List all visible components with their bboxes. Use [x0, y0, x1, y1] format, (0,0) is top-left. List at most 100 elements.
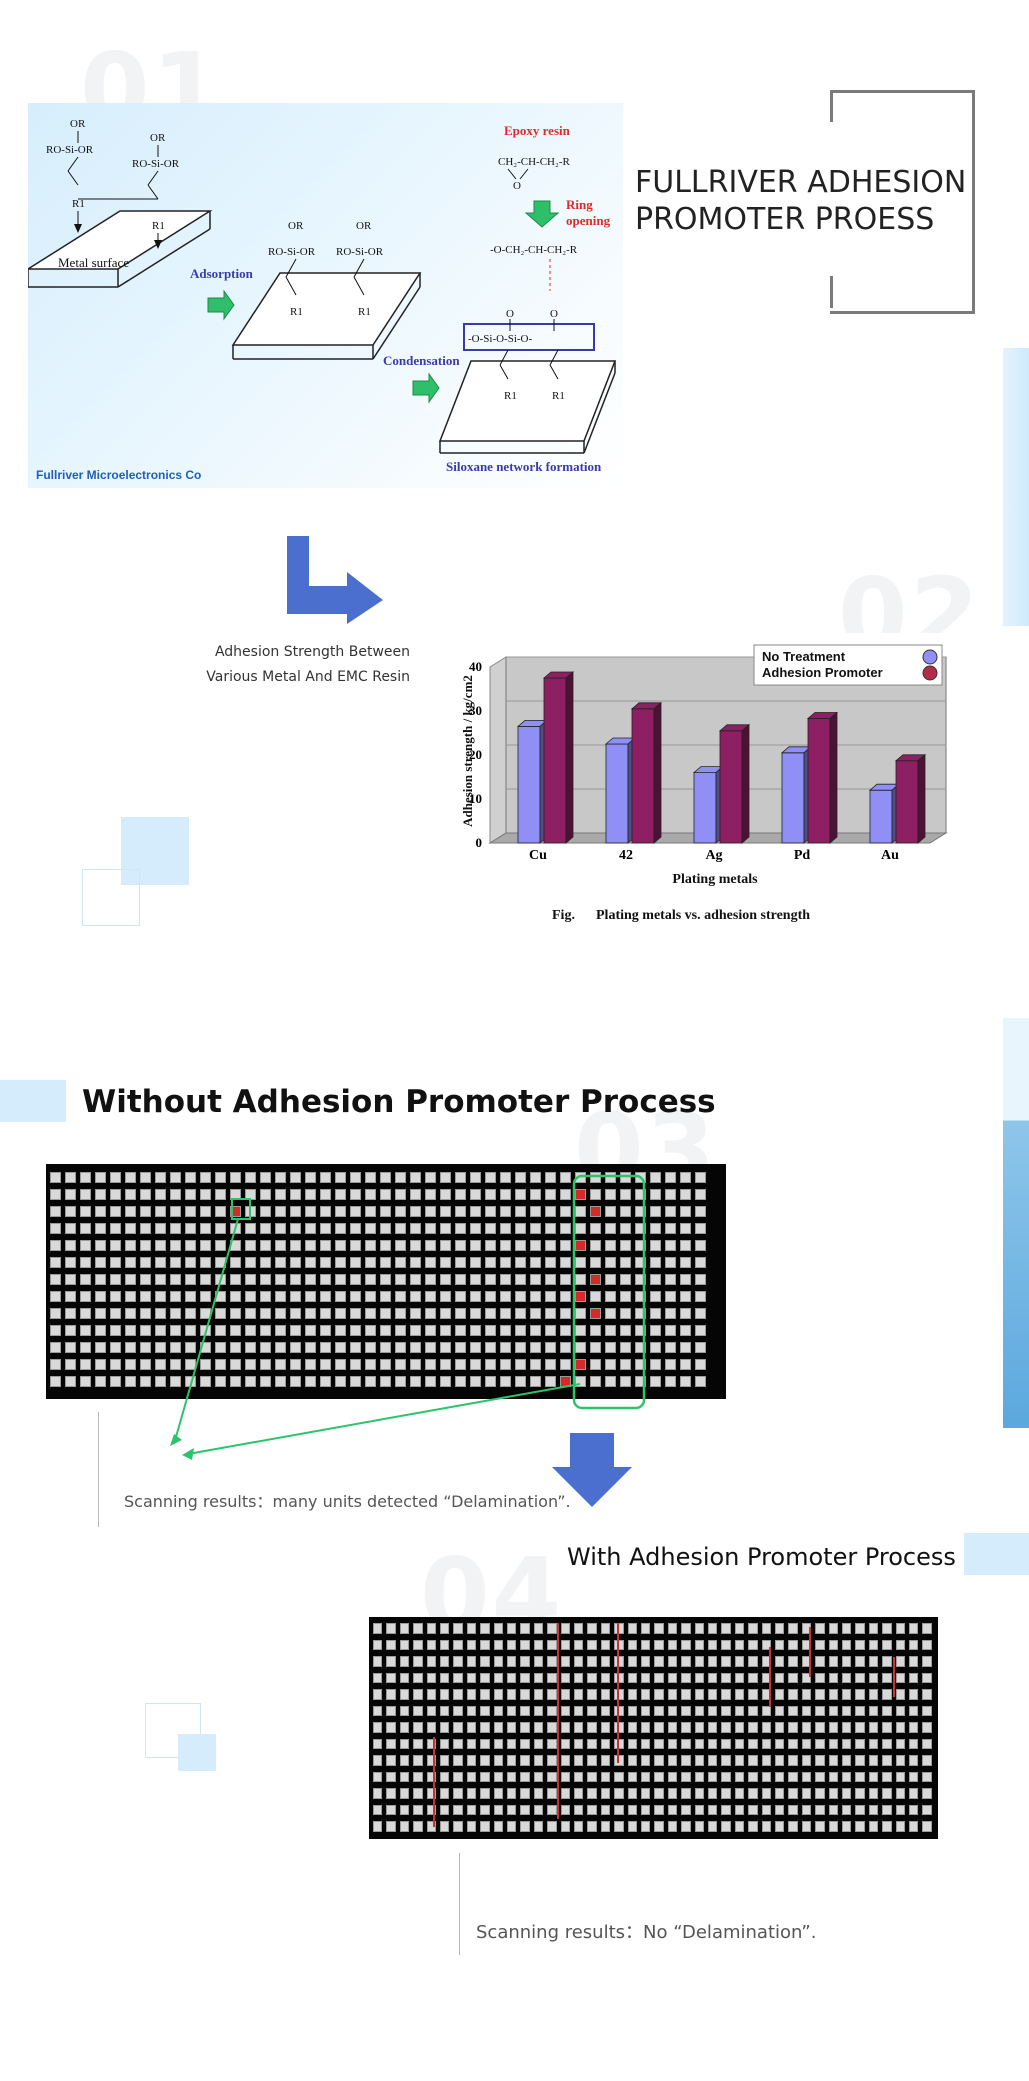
scan-unit: [95, 1359, 106, 1370]
scan-unit: [909, 1672, 919, 1683]
mol1-ro-si-or: RO-Si-OR: [46, 144, 94, 156]
scan-unit: [895, 1672, 905, 1683]
scan-unit: [694, 1755, 704, 1766]
scan-unit: [426, 1788, 436, 1799]
scan-unit: [399, 1755, 410, 1766]
scan-unit: [681, 1656, 691, 1667]
decor-square-filled: [121, 817, 189, 885]
scan-unit: [775, 1705, 785, 1716]
scan-unit: [453, 1722, 463, 1733]
scan-unit: [335, 1376, 346, 1387]
scan-unit: [65, 1342, 76, 1353]
scan-unit: [922, 1623, 932, 1634]
scan-unit: [507, 1738, 517, 1749]
scan-unit: [125, 1291, 136, 1302]
scan-unit: [140, 1223, 151, 1234]
scan-unit: [520, 1738, 530, 1749]
chart-x-tick-label: 42: [619, 848, 633, 863]
scan-unit: [290, 1308, 301, 1319]
scan-unit: [185, 1308, 196, 1319]
scan-unit: [620, 1308, 631, 1319]
scan-unit: [493, 1656, 503, 1667]
scan-unit: [425, 1342, 436, 1353]
scan-unit: [320, 1240, 331, 1251]
scan-unit: [828, 1821, 838, 1832]
scan-unit: [305, 1274, 316, 1285]
scan-unit: [681, 1672, 691, 1683]
scan-unit: [590, 1274, 601, 1285]
scan-unit: [260, 1308, 271, 1319]
scan-unit: [575, 1376, 586, 1387]
adsorption-label: Adsorption: [190, 266, 254, 281]
scan-unit: [480, 1821, 490, 1832]
scan-unit: [200, 1291, 211, 1302]
scan-unit: [620, 1189, 631, 1200]
scan-unit: [533, 1755, 544, 1766]
scan-unit: [788, 1771, 798, 1782]
scan-unit: [708, 1821, 718, 1832]
scan-unit: [721, 1689, 731, 1700]
chart-x-axis-label: Plating metals: [672, 872, 758, 887]
scan-unit: [855, 1689, 865, 1700]
scan-unit: [635, 1223, 646, 1234]
scan-unit: [721, 1722, 731, 1733]
scan-unit: [380, 1376, 391, 1387]
scan-unit: [155, 1189, 166, 1200]
scan-unit: [65, 1206, 76, 1217]
scan-unit: [50, 1223, 61, 1234]
scan-unit: [395, 1223, 406, 1234]
page-title: FULLRIVER ADHESION PROMOTER PROESS: [635, 164, 975, 238]
scan-unit: [140, 1189, 151, 1200]
scan-unit: [545, 1172, 556, 1183]
scan-unit: [721, 1623, 731, 1634]
scan-unit: [547, 1656, 557, 1667]
scan-unit: [665, 1274, 676, 1285]
scan-unit: [399, 1623, 410, 1634]
scan-unit: [721, 1738, 731, 1749]
scan-unit: [493, 1788, 503, 1799]
scan-unit: [110, 1240, 121, 1251]
scan-unit: [605, 1342, 616, 1353]
scan-unit: [641, 1821, 651, 1832]
scan-unit: [140, 1240, 151, 1251]
scan-unit: [413, 1639, 423, 1650]
scan-unit: [775, 1738, 785, 1749]
scan-unit: [895, 1705, 905, 1716]
bar-adhesion-promoter-pd: [807, 718, 831, 844]
scan-unit: [80, 1172, 91, 1183]
scan-unit: [587, 1705, 597, 1716]
scan-unit: [748, 1755, 758, 1766]
scan-unit: [694, 1705, 704, 1716]
scan-unit: [748, 1804, 758, 1815]
title-frame: [830, 90, 975, 314]
scan-unit: [575, 1257, 586, 1268]
scan-unit: [605, 1274, 616, 1285]
chart-x-tick-label: Ag: [705, 848, 722, 863]
scan-unit: [895, 1656, 905, 1667]
scan-unit: [365, 1206, 376, 1217]
scan-unit: [650, 1325, 661, 1336]
scan-unit: [275, 1274, 286, 1285]
scan-unit: [386, 1821, 396, 1832]
scan-unit: [260, 1206, 271, 1217]
scan-unit: [587, 1738, 597, 1749]
scan-unit: [80, 1291, 91, 1302]
scan-unit: [590, 1325, 601, 1336]
scan-unit: [635, 1325, 646, 1336]
scan-unit: [440, 1257, 451, 1268]
scan-unit: [413, 1804, 423, 1815]
scan-unit: [650, 1240, 661, 1251]
scan-unit: [734, 1821, 745, 1832]
scan-unit: [500, 1257, 511, 1268]
scan-unit: [410, 1240, 421, 1251]
scan-unit: [620, 1240, 631, 1251]
scan-unit: [50, 1325, 61, 1336]
scan-unit: [507, 1788, 517, 1799]
scan-unit: [365, 1257, 376, 1268]
scan-unit: [155, 1308, 166, 1319]
scan-unit: [922, 1771, 932, 1782]
scan-unit: [290, 1291, 301, 1302]
scan-unit: [125, 1223, 136, 1234]
scan-unit: [80, 1206, 91, 1217]
scan-unit: [654, 1771, 664, 1782]
